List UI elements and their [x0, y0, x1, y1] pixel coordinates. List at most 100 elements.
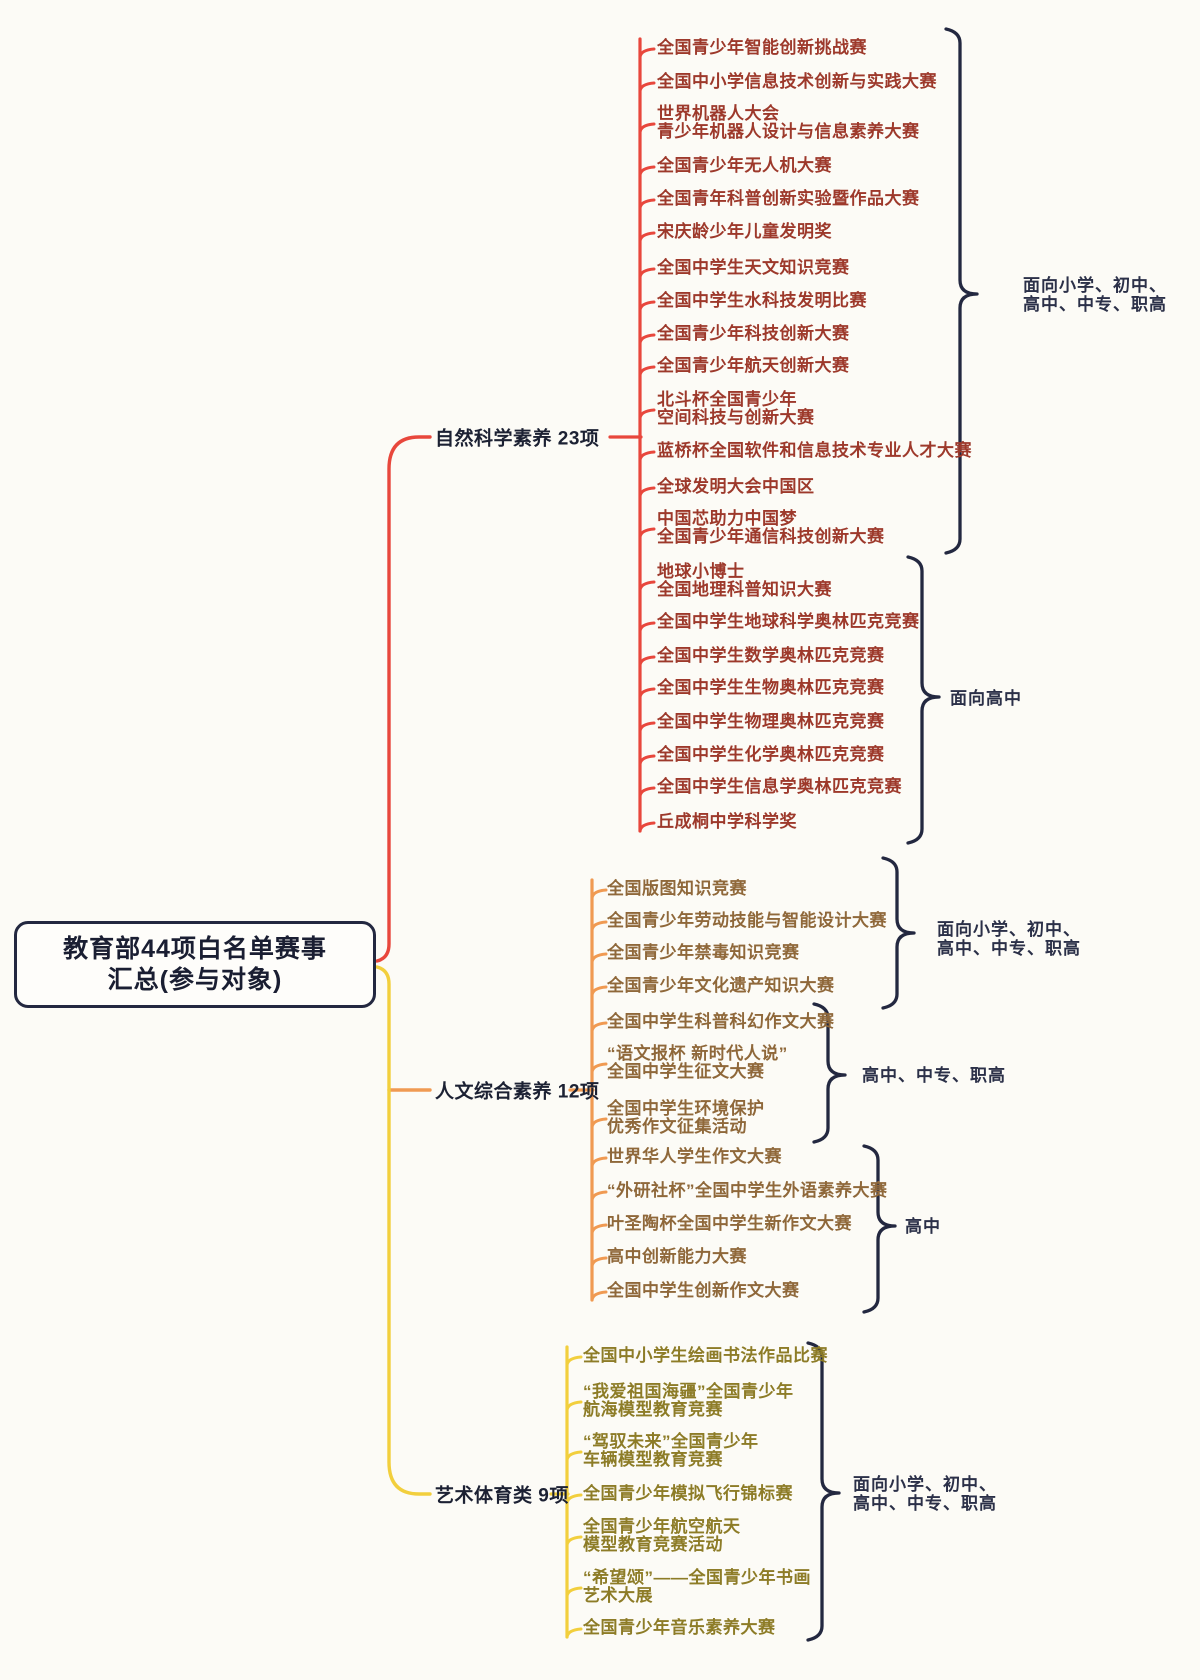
competition-item: 蓝桥杯全国软件和信息技术专业人才大赛 [657, 441, 972, 460]
competition-item: 全国中学生数学奥林匹克竞赛 [657, 646, 885, 665]
competition-item: “外研社杯”全国中学生外语素养大赛 [607, 1181, 888, 1200]
leaf-tick-humanities [590, 1223, 608, 1235]
leaf-tick-arts [565, 1355, 583, 1367]
audience-label-g2: 面向高中 [950, 688, 1022, 708]
audience-label-g6: 面向小学、初中、高中、中专、职高 [853, 1475, 997, 1513]
leaf-tick-science [638, 300, 656, 312]
leaf-tick-humanities [590, 920, 608, 932]
competition-item: 全国中学生信息学奥林匹克竞赛 [657, 777, 902, 796]
leaf-tick-humanities [590, 952, 608, 964]
competition-item: 全国中学生环境保护优秀作文征集活动 [607, 1099, 765, 1136]
leaf-tick-science [638, 198, 656, 210]
competition-item: 高中创新能力大赛 [607, 1247, 747, 1266]
group-brace-g3 [881, 856, 916, 1010]
leaf-tick-humanities [590, 1117, 608, 1129]
leaf-tick-science [638, 122, 656, 134]
root-node: 教育部44项白名单赛事 汇总(参与对象) [14, 921, 376, 1008]
competition-item: 宋庆龄少年儿童发明奖 [657, 222, 832, 241]
competition-item: 全国中小学信息技术创新与实践大赛 [657, 72, 937, 91]
competition-item: 全国青少年劳动技能与智能设计大赛 [607, 911, 887, 930]
leaf-tick-science [638, 580, 656, 592]
competition-item: 全国青年科普创新实验暨作品大赛 [657, 189, 920, 208]
branch-label-humanities: 人文综合素养 12项 [435, 1081, 600, 1103]
competition-item: 全国青少年模拟飞行锦标赛 [583, 1484, 793, 1503]
audience-label-g3: 面向小学、初中、高中、中专、职高 [937, 920, 1081, 958]
leaf-tick-science [638, 165, 656, 177]
competition-item: 全国青少年航天创新大赛 [657, 356, 850, 375]
competition-item: 全国青少年禁毒知识竞赛 [607, 943, 800, 962]
competition-item: 全国中学生化学奥林匹克竞赛 [657, 745, 885, 764]
leaf-tick-humanities [590, 985, 608, 997]
leaf-tick-science [638, 486, 656, 498]
leaf-tick-humanities [590, 1021, 608, 1033]
competition-item: 中国芯助力中国梦全国青少年通信科技创新大赛 [657, 509, 885, 546]
competition-item: “驾驭未来”全国青少年车辆模型教育竞赛 [583, 1432, 759, 1469]
competition-item: 全国青少年科技创新大赛 [657, 324, 850, 343]
competition-item: “语文报杯 新时代人说”全国中学生征文大赛 [607, 1044, 788, 1081]
group-brace-g6 [806, 1341, 841, 1642]
leaf-tick-arts [565, 1586, 583, 1598]
competition-item: 全国青少年无人机大赛 [657, 156, 832, 175]
competition-item: 全球发明大会中国区 [657, 477, 815, 496]
competition-item: 全国青少年航空航天模型教育竞赛活动 [583, 1517, 741, 1554]
group-brace-g4 [812, 1002, 847, 1144]
competition-item: 丘成桐中学科学奖 [657, 812, 797, 831]
leaf-tick-arts [565, 1400, 583, 1412]
competition-item: 全国青少年智能创新挑战赛 [657, 38, 867, 57]
competition-item: “我爱祖国海疆”全国青少年航海模型教育竞赛 [583, 1382, 794, 1419]
group-brace-g5 [862, 1144, 897, 1314]
leaf-tick-science [638, 267, 656, 279]
leaf-tick-science [638, 47, 656, 59]
leaf-tick-humanities [590, 1290, 608, 1302]
leaf-tick-arts [565, 1627, 583, 1639]
root-title-line2: 汇总(参与对象) [107, 965, 283, 994]
leaf-tick-science [638, 621, 656, 633]
competition-item: 世界华人学生作文大赛 [607, 1147, 782, 1166]
audience-label-g5: 高中 [905, 1216, 941, 1236]
audience-label-g4: 高中、中专、职高 [862, 1065, 1006, 1085]
competition-item: 全国中学生生物奥林匹克竞赛 [657, 678, 885, 697]
leaf-tick-science [638, 821, 656, 833]
leaf-tick-arts [565, 1450, 583, 1462]
competition-item: 全国中学生物理奥林匹克竞赛 [657, 712, 885, 731]
leaf-tick-humanities [590, 1156, 608, 1168]
competition-item: 全国中学生科普科幻作文大赛 [607, 1012, 835, 1031]
leaf-tick-science [638, 687, 656, 699]
leaf-tick-humanities [590, 1256, 608, 1268]
competition-item: 全国青少年音乐素养大赛 [583, 1618, 776, 1637]
branch-label-science: 自然科学素养 23项 [435, 428, 600, 450]
leaf-tick-science [638, 365, 656, 377]
leaf-tick-arts [565, 1493, 583, 1505]
root-title-line1: 教育部44项白名单赛事 [63, 934, 327, 963]
competition-item: 地球小博士全国地理科普知识大赛 [657, 562, 832, 599]
branch-label-arts: 艺术体育类 9项 [435, 1485, 569, 1507]
leaf-tick-science [638, 754, 656, 766]
competition-item: 全国中学生天文知识竞赛 [657, 258, 850, 277]
leaf-tick-science [638, 786, 656, 798]
leaf-tick-science [638, 81, 656, 93]
branch-trunk-arts [375, 965, 432, 1496]
competition-item: 叶圣陶杯全国中学生新作文大赛 [607, 1214, 852, 1233]
competition-item: 全国中学生地球科学奥林匹克竞赛 [657, 612, 920, 631]
competition-item: 全国青少年文化遗产知识大赛 [607, 976, 835, 995]
audience-label-g1: 面向小学、初中、高中、中专、职高 [1023, 276, 1167, 314]
competition-item: “希望颂”——全国青少年书画艺术大展 [583, 1568, 811, 1605]
leaf-tick-science [638, 721, 656, 733]
leaf-tick-science [638, 527, 656, 539]
competition-item: 世界机器人大会青少年机器人设计与信息素养大赛 [657, 104, 920, 141]
group-brace-g2 [906, 555, 941, 845]
leaf-tick-science [638, 408, 656, 420]
competition-item: 全国中学生水科技发明比赛 [657, 291, 867, 310]
competition-item: 全国中学生创新作文大赛 [607, 1281, 800, 1300]
leaf-tick-science [638, 231, 656, 243]
competition-item: 全国版图知识竞赛 [607, 879, 747, 898]
competition-item: 全国中小学生绘画书法作品比赛 [583, 1346, 828, 1365]
branch-trunk-science [375, 435, 432, 963]
leaf-tick-science [638, 333, 656, 345]
leaf-tick-humanities [590, 1190, 608, 1202]
leaf-tick-science [638, 655, 656, 667]
leaf-tick-humanities [590, 888, 608, 900]
group-brace-g1 [944, 27, 979, 555]
